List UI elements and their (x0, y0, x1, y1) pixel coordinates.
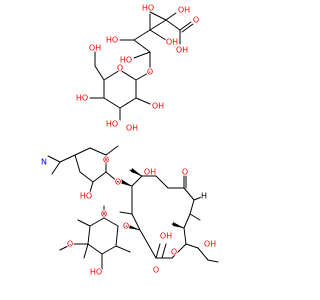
atom-label: O (171, 248, 177, 257)
stereo-wedge (131, 168, 142, 176)
molecule-top-bonds (89, 11, 194, 121)
atom-label: OH (160, 232, 172, 241)
atom-label: OH (126, 124, 138, 133)
atom-label: HO (106, 120, 118, 129)
atom-label: OH (166, 38, 178, 47)
atom-label: N (41, 158, 47, 167)
chemical-structure-drawing: HO OH O OH HO HO OH O OH O HO HO OH OH (40, 3, 219, 278)
atom-label: HO (106, 36, 118, 45)
atom-label: HO (80, 192, 92, 201)
atom-label: HO (90, 268, 102, 277)
atom-label: O (103, 156, 109, 165)
molecule-bottom-wedges (121, 168, 184, 230)
atom-label: OH (89, 44, 101, 53)
molecule-bottom: N O HO O OH O H O O O O HO OH O OH (40, 145, 219, 278)
atom-label: O (101, 210, 107, 219)
atom-label: OH (176, 46, 188, 55)
atom-label: OH (178, 6, 190, 15)
atom-label: HO (142, 4, 154, 13)
atom-label: O (117, 64, 123, 73)
atom-label: OH (152, 102, 164, 111)
atom-label: OH (204, 240, 216, 249)
stereo-wedge (121, 179, 132, 186)
atom-label: O (182, 168, 188, 177)
atom-label: O (115, 178, 121, 187)
atom-label: HO (120, 56, 132, 65)
molecule-top: HO OH O OH HO HO OH O OH O HO HO OH OH (75, 3, 200, 134)
atom-label: H (201, 192, 207, 201)
atom-label: O (123, 222, 129, 231)
atom-label: HO (76, 94, 88, 103)
stereo-wedge (173, 222, 184, 228)
atom-label: OH (144, 168, 156, 177)
atom-label: O (67, 240, 73, 249)
atom-label: O (193, 16, 199, 25)
atom-label: O (153, 266, 159, 275)
molecule-bottom-atoms: N O HO O OH O H O O O O HO OH O OH (40, 155, 217, 278)
molecule-bottom-bonds (47, 145, 219, 271)
atom-label: O (147, 68, 153, 77)
stereo-wedge (127, 224, 140, 230)
molecule-top-atoms: HO OH O OH HO HO OH O OH O HO HO OH OH (75, 3, 200, 134)
structure-canvas: HO OH O OH HO HO OH O OH O HO HO OH OH (40, 3, 219, 278)
